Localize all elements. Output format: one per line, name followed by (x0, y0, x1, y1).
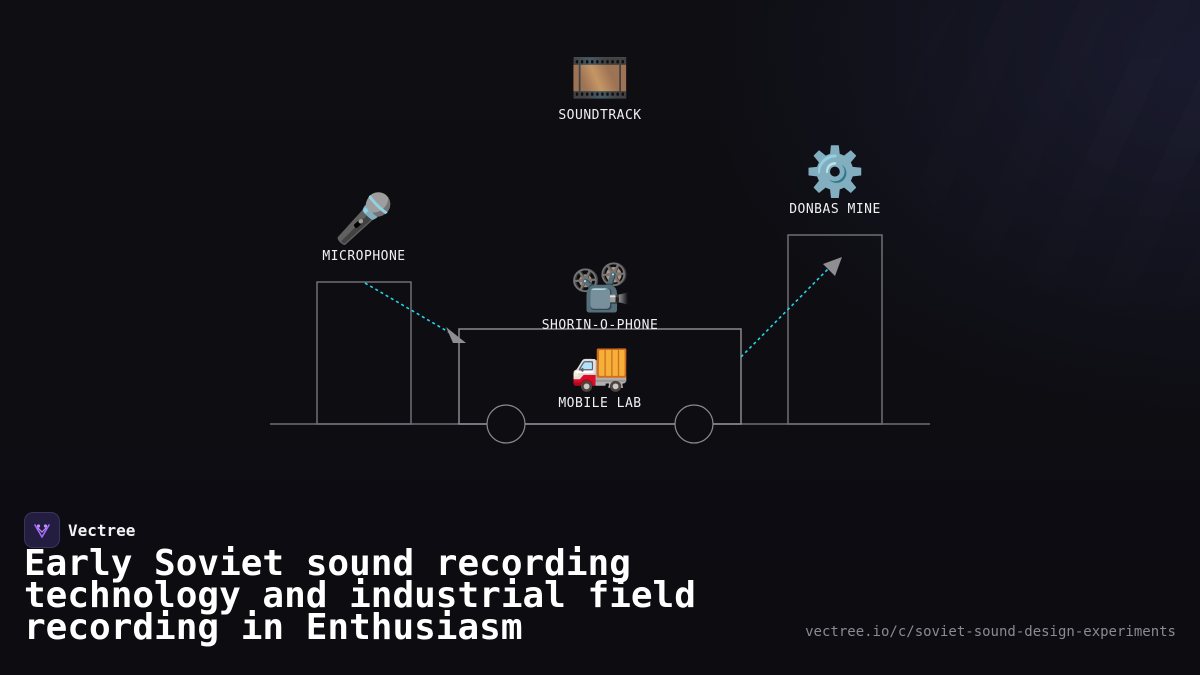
gear-icon: ⚙️ (805, 144, 865, 200)
microphone-node: 🎤 MICROPHONE (284, 191, 444, 264)
wheel-left (486, 404, 526, 444)
shorin-o-phone-node: 📽️ SHORIN-O-PHONE (520, 260, 680, 333)
mine-arrowhead (823, 257, 842, 276)
film-frames-icon: 🎞️ (570, 50, 630, 106)
brand[interactable]: Vectree (24, 512, 135, 548)
microphone-label: MICROPHONE (322, 249, 406, 264)
donbas-mine-tower (787, 234, 883, 425)
lab-to-mine-arrow (740, 268, 829, 358)
donbas-mine-label: DONBAS MINE (789, 202, 881, 217)
mobile-lab-label: MOBILE LAB (558, 396, 642, 411)
mobile-lab-node: 🚚 MOBILE LAB (520, 338, 680, 411)
film-projector-icon: 📽️ (570, 260, 630, 316)
soundtrack-label: SOUNDTRACK (558, 108, 642, 123)
brand-name: Vectree (68, 520, 136, 540)
source-url[interactable]: vectree.io/c/soviet-sound-design-experim… (805, 624, 1176, 640)
microphone-arrowhead (446, 327, 466, 343)
microphone-icon: 🎤 (334, 191, 394, 247)
delivery-truck-icon: 🚚 (570, 338, 630, 394)
page-title: Early Soviet sound recording technology … (24, 543, 696, 648)
donbas-mine-node: ⚙️ DONBAS MINE (755, 144, 915, 217)
vectree-logo-icon (24, 512, 60, 548)
wheel-right (674, 404, 714, 444)
soundtrack-node: 🎞️ SOUNDTRACK (520, 50, 680, 123)
shorin-o-phone-label: SHORIN-O-PHONE (541, 318, 659, 333)
mobile-lab-body (458, 328, 742, 425)
microphone-to-lab-arrow (364, 282, 453, 335)
microphone-tower (316, 281, 412, 425)
